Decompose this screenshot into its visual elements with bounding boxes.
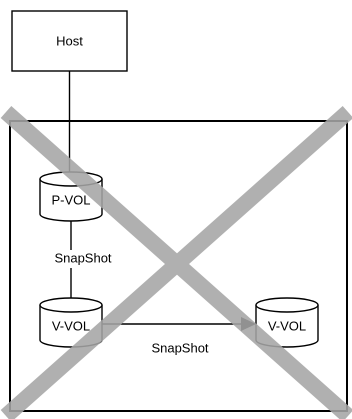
snapshot-horizontal-label: SnapShot	[151, 340, 208, 355]
vvol-left-label: V-VOL	[52, 318, 90, 333]
host-label: Host	[56, 33, 83, 48]
snapshot-vertical-label: SnapShot	[54, 250, 111, 265]
storage-system-box	[9, 120, 348, 412]
snapshot-vertical-label-bg	[40, 250, 126, 268]
pvol-label: P-VOL	[51, 192, 90, 207]
vvol-right-label: V-VOL	[268, 318, 306, 333]
cross-out-mark	[0, 106, 352, 419]
host-box[interactable]	[11, 10, 128, 72]
